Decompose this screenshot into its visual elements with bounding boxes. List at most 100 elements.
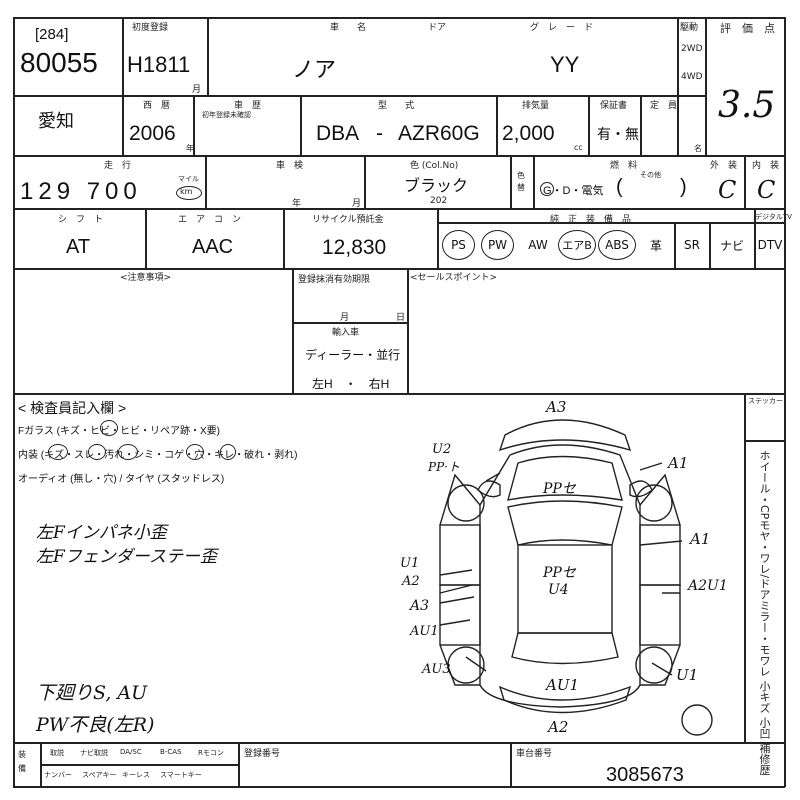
glass-line: Fガラス (キズ・ヒビ・ヒビ・リペア跡・X要)	[18, 426, 221, 437]
equip-bcas: B-CAS	[160, 748, 182, 756]
model-code: AZR60G	[398, 122, 480, 145]
option-abs: ABS	[605, 238, 629, 252]
chassis-label: 車台番号	[516, 749, 553, 759]
chassis-number: 3085673	[606, 764, 684, 786]
option-navi: ナビ	[719, 238, 744, 253]
dmg-u1-left: U1	[400, 556, 420, 571]
mileage-unit-mile: マイル	[178, 175, 199, 183]
option-dtv: DTV	[757, 238, 783, 252]
color-value: ブラック	[404, 178, 469, 195]
option-pw: PW	[487, 238, 508, 252]
reg-number-label: 登録番号	[244, 749, 281, 759]
option-aw: AW	[528, 238, 548, 252]
grade-label: グ レ ー ド	[530, 23, 594, 33]
dmg-a1-front-right: A1	[668, 454, 689, 472]
interior-line: 内装 (キズ・スレ・汚れ・シミ・コゲ・穴・キレ・破れ・剥れ)	[18, 450, 298, 461]
dmg-au1-left: AU1	[410, 624, 439, 639]
grade: YY	[550, 52, 580, 77]
dmg-a2-bottom: A2	[548, 718, 569, 736]
body-note: 初年登録未確認	[202, 111, 251, 119]
dmg-au3-left: AU3	[422, 662, 451, 677]
dmg-u2-sub: PP·ト	[428, 460, 460, 474]
inspection-year: 年	[292, 199, 302, 209]
sticker-label: ステッカー	[748, 397, 783, 405]
drive-4wd: 4WD	[681, 72, 703, 82]
exterior-label: 外 装	[710, 161, 738, 171]
lot-bracket: [284]	[35, 26, 69, 43]
capacity-label: 定 員	[650, 101, 678, 111]
exterior-value: C	[718, 176, 737, 204]
mileage-unit-km: km	[180, 187, 193, 196]
dmg-u4-roof: U4	[548, 582, 569, 598]
interior-value: C	[757, 176, 776, 204]
mileage-value: 129 700	[20, 178, 142, 205]
equip-remote: Rモコン	[198, 749, 224, 757]
car-diagram	[439, 419, 713, 736]
drive-2wd: 2WD	[681, 44, 703, 54]
model-label: 型 式	[378, 101, 415, 111]
equip-label: 装備	[18, 750, 26, 773]
color-label: 色 (Col.No)	[410, 161, 459, 171]
region: 愛知	[38, 111, 74, 131]
body-label: 車 歴	[234, 101, 262, 111]
displacement: 2,000	[502, 122, 555, 145]
dmg-a3-left: A3	[410, 598, 430, 614]
equip-spare-key: スペアキー	[82, 771, 117, 779]
option-airbag: エアB	[562, 239, 592, 252]
first-reg-value: H1811	[127, 52, 191, 77]
note-1: 左Fインパネ小歪	[36, 523, 167, 543]
sales-label: <セールスポイント>	[410, 273, 498, 283]
import-handle: 左H ・ 右H	[312, 377, 390, 391]
equip-navi-manual: ナビ取説	[80, 749, 108, 757]
score-value: 3.5	[718, 85, 776, 126]
dmg-ppse-roof: PPセ	[543, 565, 576, 581]
color-code: 202	[430, 196, 448, 206]
model-prefix: DBA	[316, 122, 360, 145]
import-label: 輸入車	[332, 328, 360, 338]
import-dealer: ディーラー・並行	[305, 348, 401, 362]
year: 2006	[129, 122, 176, 145]
inspection-month: 月	[352, 199, 362, 209]
score-label: 評 価 点	[720, 22, 775, 35]
right-vertical-label: ホイール・CPモヤ・ワレ/ドアミラー・モワレ 小キズ 小凹 補修歴	[758, 450, 771, 776]
note-2: 左Fフェンダーステー歪	[36, 547, 217, 567]
note-4: PW不良(左R)	[36, 714, 155, 736]
note-3: 下廻りS, AU	[36, 682, 148, 704]
audio-line: オーディオ (無し・穴) / タイヤ (スタッドレス)	[18, 474, 225, 485]
inspection-label: 車 検	[276, 161, 304, 171]
model-dash: -	[376, 122, 383, 145]
warranty-label: 保証書	[600, 101, 628, 111]
displacement-unit: cc	[574, 143, 583, 152]
interior-label: 内 装	[752, 161, 780, 171]
dmg-ppse-hood: PPセ	[543, 481, 576, 497]
dmg-u1-right: U1	[676, 666, 699, 684]
expiry-day: 日	[396, 313, 406, 323]
recycle-value: 12,830	[322, 236, 387, 259]
car-name: ノア	[292, 57, 337, 82]
shift-value: AT	[66, 236, 91, 258]
warranty-value: 有・無	[597, 126, 639, 142]
drive-label: 駆動	[680, 23, 699, 33]
shift-label: シ フ ト	[58, 215, 104, 225]
notes-label: <注意事項>	[120, 273, 172, 283]
dmg-a3-top: A3	[546, 398, 567, 416]
aircon-value: AAC	[192, 236, 234, 258]
year-label: 西 暦	[143, 101, 171, 111]
option-ps: PS	[451, 238, 466, 252]
dmg-u2: U2	[432, 442, 452, 457]
dmg-a2-left: A2	[402, 574, 420, 589]
mileage-label: 走 行	[104, 161, 132, 171]
equip-plate: ナンバー	[44, 771, 72, 779]
year-unit: 年	[186, 144, 194, 153]
displacement-label: 排気量	[522, 101, 550, 111]
dmg-a2u1-right: A2U1	[688, 578, 728, 594]
recycle-label: リサイクル預託金	[312, 215, 384, 225]
fuel-label: 燃 料	[610, 161, 638, 171]
color-change-label: 色替	[517, 171, 525, 192]
expiry-month: 月	[340, 313, 350, 323]
door-label: ドア	[428, 23, 447, 33]
first-reg-unit: 月	[192, 85, 202, 95]
car-name-label: 車 名	[330, 23, 367, 33]
equip-keyless: キーレス	[122, 771, 150, 779]
equip-da-sc: DA/SC	[120, 748, 142, 756]
